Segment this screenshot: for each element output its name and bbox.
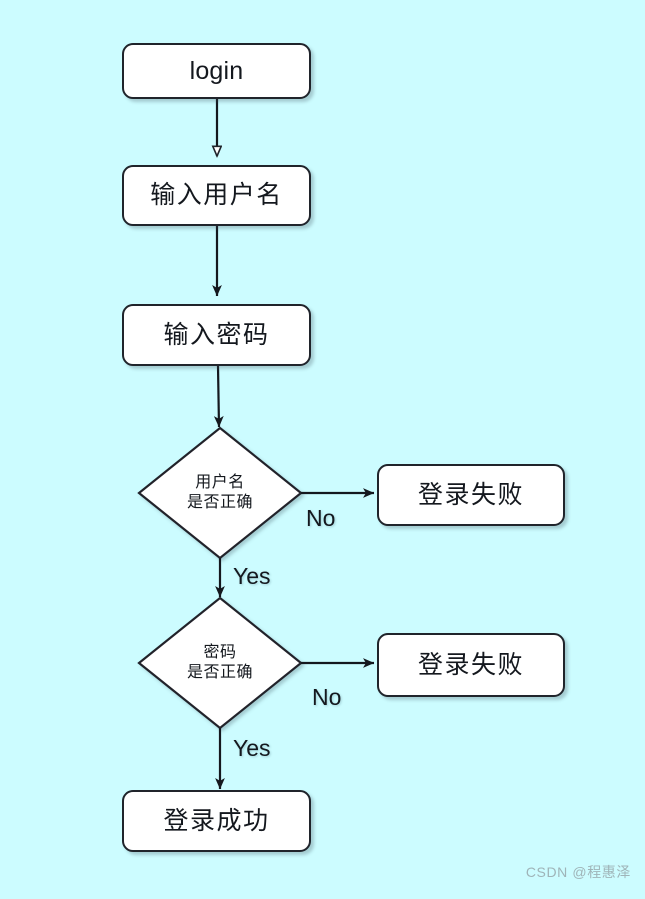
node-login-success[interactable]: 登录成功 <box>122 790 311 852</box>
node-input-username-label: 输入用户名 <box>150 181 283 210</box>
node-login-success-label: 登录成功 <box>163 806 270 835</box>
connector-input-password-to-decision-username <box>213 365 224 428</box>
node-decision-username-line2: 是否正确 <box>186 494 253 511</box>
csdn-watermark: CSDN @程惠泽 <box>525 864 631 880</box>
node-login-failed-username[interactable]: 登录失败 <box>377 464 565 526</box>
node-decision-password[interactable]: 密码 是否正确 <box>139 598 301 728</box>
node-input-password-label: 输入密码 <box>163 320 270 349</box>
node-decision-username-line1: 用户名 <box>195 473 245 491</box>
node-input-username[interactable]: 输入用户名 <box>122 165 311 226</box>
node-decision-username[interactable]: 用户名 是否正确 <box>139 428 301 558</box>
edge-label-yes-password: Yes <box>233 735 271 761</box>
node-decision-password-line1: 密码 <box>203 643 237 661</box>
edge-label-yes-username: Yes <box>233 563 271 589</box>
node-decision-username-label: 用户名 是否正确 <box>187 473 253 514</box>
node-login[interactable]: login <box>122 43 311 99</box>
node-login-failed-password[interactable]: 登录失败 <box>377 633 565 697</box>
edge-label-no-username: No <box>306 505 336 531</box>
node-decision-password-label: 密码 是否正确 <box>187 643 253 684</box>
node-input-password[interactable]: 输入密码 <box>122 304 311 366</box>
node-login-label: login <box>189 56 244 85</box>
node-login-failed-password-label: 登录失败 <box>417 650 524 679</box>
node-decision-password-line2: 是否正确 <box>186 664 253 681</box>
edge-label-no-password: No <box>312 684 342 710</box>
node-login-failed-username-label: 登录失败 <box>417 480 524 509</box>
